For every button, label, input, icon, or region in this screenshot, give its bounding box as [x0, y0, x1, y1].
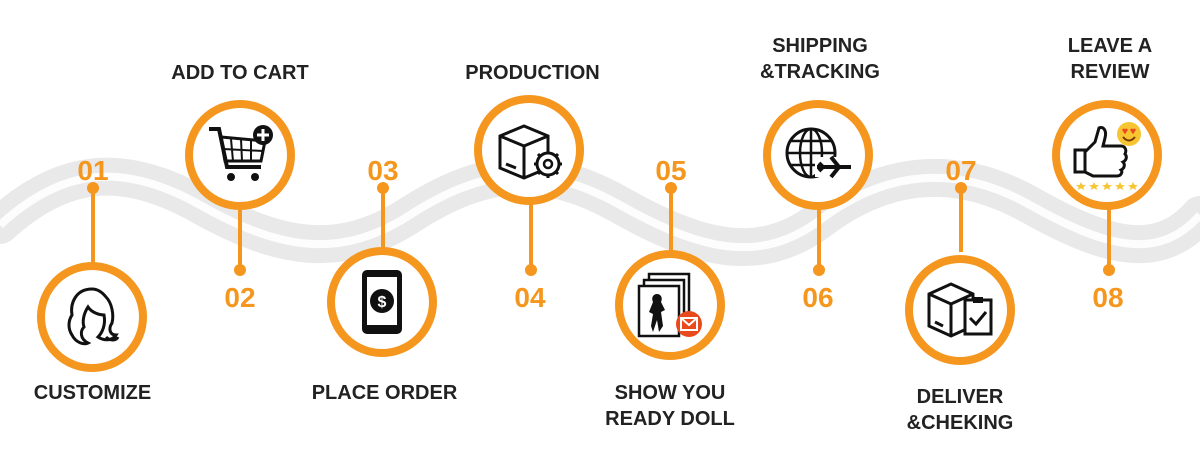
connector-dot-01: [87, 182, 99, 194]
step-number-06: 06: [802, 282, 834, 313]
connector-07: [959, 186, 963, 252]
connector-dot-08: [1103, 264, 1115, 276]
svg-text:$: $: [378, 294, 387, 311]
connector-02: [238, 206, 242, 272]
step-label-05: SHOW YOU READY DOLL: [605, 382, 735, 430]
connector-03: [381, 186, 385, 252]
step-number-04: 04: [514, 282, 546, 313]
step-circle-07: [905, 255, 1015, 365]
step-circle-08: [1052, 100, 1162, 210]
step-number-08: 08: [1092, 282, 1124, 313]
step-label-06: SHIPPING &TRACKING: [760, 35, 880, 83]
step-label-01: CUSTOMIZE: [33, 382, 152, 404]
box-checklist-icon: [927, 282, 993, 338]
payment-tablet-icon: $: [362, 270, 402, 334]
hair-silhouette-icon: [67, 287, 120, 346]
photos-mail-icon: [637, 272, 702, 338]
connector-01: [91, 186, 95, 266]
globe-plane-icon: [785, 127, 853, 179]
step-number-07: 07: [945, 155, 977, 186]
step-number-03: 03: [367, 155, 399, 186]
connector-dot-06: [813, 264, 825, 276]
box-gear-icon: [498, 124, 562, 180]
connector-06: [817, 206, 821, 272]
connector-04: [529, 200, 533, 272]
step-circle-01: [37, 262, 147, 372]
step-label-07: DELIVER &CHEKING: [906, 386, 1014, 434]
step-label-08: LEAVE A REVIEW: [1067, 35, 1153, 83]
shopping-cart-add-icon: [209, 125, 273, 181]
connector-dot-02: [234, 264, 246, 276]
step-circle-06: [763, 100, 873, 210]
step-circle-03: $: [327, 247, 437, 357]
step-label-03: PLACE ORDER: [311, 382, 458, 404]
connector-05: [669, 186, 673, 252]
step-label-04: PRODUCTION: [465, 62, 600, 84]
connector-08: [1107, 206, 1111, 272]
step-label-02: ADD TO CART: [171, 62, 309, 84]
step-number-05: 05: [655, 155, 687, 186]
step-circle-05: [615, 250, 725, 360]
step-number-01: 01: [77, 155, 109, 186]
step-circle-04: [474, 95, 584, 205]
step-number-02: 02: [224, 282, 256, 313]
step-circle-02: [185, 100, 295, 210]
thumbs-up-stars-icon: [1073, 122, 1141, 190]
connector-dot-04: [525, 264, 537, 276]
